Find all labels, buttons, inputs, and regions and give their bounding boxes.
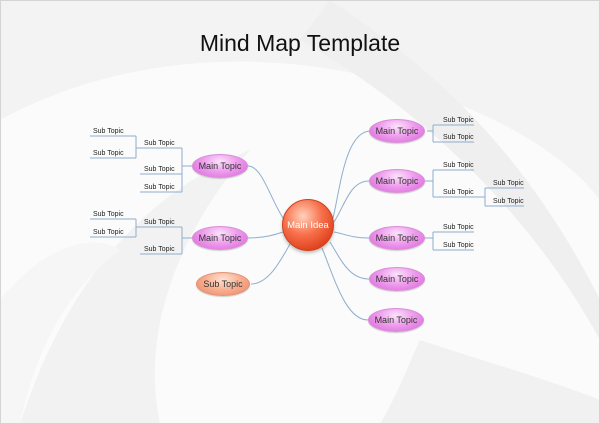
subtopic-label[interactable]: Sub Topic xyxy=(144,140,175,147)
subtopic-label[interactable]: Sub Topic xyxy=(93,229,124,236)
connector xyxy=(425,169,480,198)
connector xyxy=(247,231,284,239)
connector xyxy=(480,187,524,207)
connector xyxy=(332,130,371,219)
connector xyxy=(140,147,192,193)
main-topic-node[interactable]: Main Topic xyxy=(369,119,425,143)
connector xyxy=(247,165,284,219)
page-title: Mind Map Template xyxy=(199,30,401,56)
connector xyxy=(140,226,192,255)
subtopic-label[interactable]: Sub Topic xyxy=(93,150,124,157)
subtopic-label[interactable]: Sub Topic xyxy=(443,162,474,169)
main-idea-node[interactable]: Main Idea xyxy=(282,199,334,251)
subtopic-label[interactable]: Sub Topic xyxy=(144,184,175,191)
connector xyxy=(90,135,140,159)
subtopic-label[interactable]: Sub Topic xyxy=(443,117,474,124)
connector xyxy=(90,218,140,238)
subtopic-label[interactable]: Sub Topic xyxy=(493,180,524,187)
subtopic-label[interactable]: Sub Topic xyxy=(443,224,474,231)
connector xyxy=(333,180,370,223)
connector xyxy=(425,231,474,251)
connector xyxy=(250,243,291,285)
subtopic-label[interactable]: Sub Topic xyxy=(144,246,175,253)
subtopic-label[interactable]: Sub Topic xyxy=(144,219,175,226)
subtopic-label[interactable]: Sub Topic xyxy=(443,134,474,141)
subtopic-label[interactable]: Sub Topic xyxy=(93,211,124,218)
subtopic-label[interactable]: Sub Topic xyxy=(93,128,124,135)
subtopic-label[interactable]: Sub Topic xyxy=(443,189,474,196)
main-topic-node[interactable]: Main Topic xyxy=(369,226,425,250)
main-topic-node[interactable]: Main Topic xyxy=(192,226,248,250)
main-topic-node[interactable]: Main Topic xyxy=(192,154,248,178)
subtopic-label[interactable]: Sub Topic xyxy=(144,166,175,173)
connector xyxy=(329,241,370,280)
main-topic-node[interactable]: Main Topic xyxy=(368,308,424,332)
subtopic-label[interactable]: Sub Topic xyxy=(493,198,524,205)
main-topic-node[interactable]: Main Topic xyxy=(369,267,425,291)
connector xyxy=(333,231,370,239)
connector xyxy=(321,247,369,321)
main-topic-node[interactable]: Main Topic xyxy=(369,169,425,193)
connector xyxy=(427,124,474,143)
subtopic-label[interactable]: Sub Topic xyxy=(443,242,474,249)
orange-subtopic-node[interactable]: Sub Topic xyxy=(196,272,250,296)
